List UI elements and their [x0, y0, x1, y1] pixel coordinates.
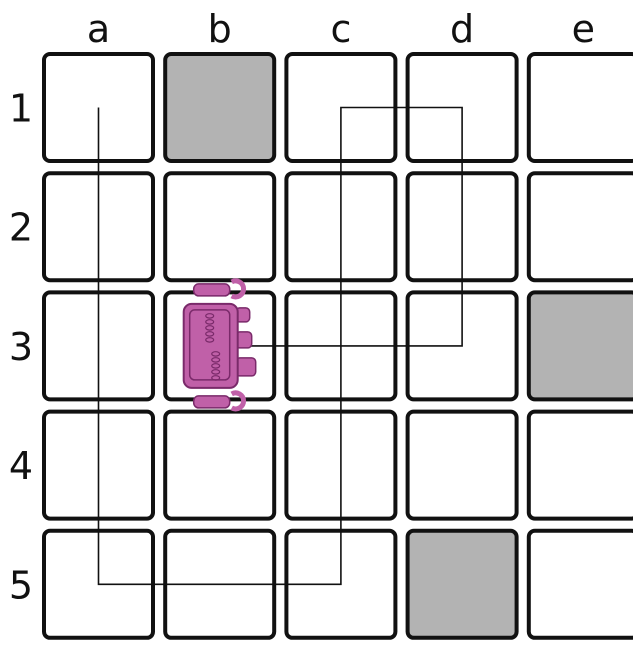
column-label-e: e: [572, 7, 595, 51]
row-label-4: 4: [9, 444, 33, 488]
row-label-5: 5: [9, 563, 33, 607]
row-label-3: 3: [9, 325, 33, 369]
blocked-cell-b1[interactable]: [165, 54, 274, 161]
column-label-d: d: [450, 7, 474, 51]
cell-b2[interactable]: [165, 173, 274, 280]
row-label-1: 1: [9, 87, 33, 131]
row-label-2: 2: [9, 206, 33, 250]
cell-e5[interactable]: [529, 531, 633, 638]
cell-e2[interactable]: [529, 173, 633, 280]
column-label-a: a: [87, 7, 110, 51]
column-label-c: c: [330, 7, 351, 51]
blocked-cell-d5[interactable]: [408, 531, 517, 638]
cell-b4[interactable]: [165, 412, 274, 519]
cell-e4[interactable]: [529, 412, 633, 519]
cell-e1[interactable]: [529, 54, 633, 161]
cell-d4[interactable]: [408, 412, 517, 519]
column-label-b: b: [208, 7, 232, 51]
blocked-cell-e3[interactable]: [529, 292, 633, 399]
